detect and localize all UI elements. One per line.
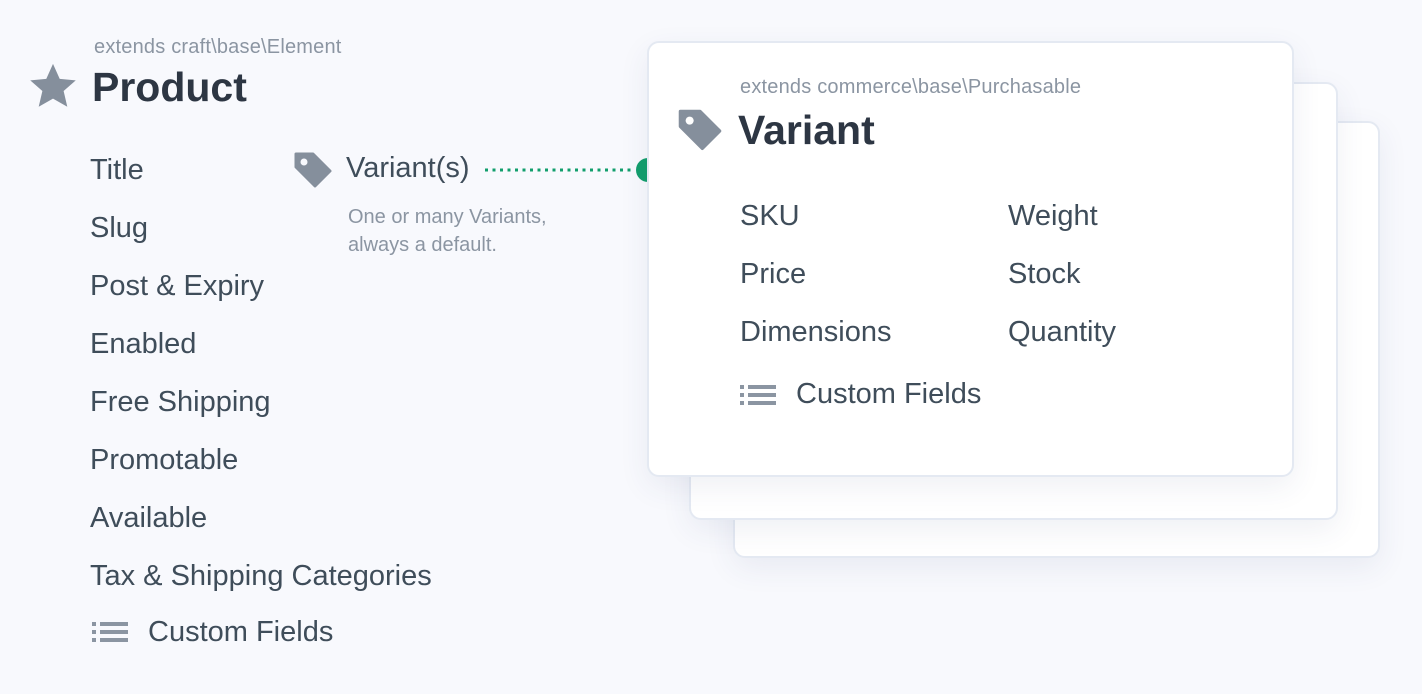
variant-field-quantity: Quantity [1008,316,1116,348]
product-field-slug: Slug [90,212,149,244]
star-icon [30,63,76,107]
product-field-promotable: Promotable [90,444,239,476]
product-field-available: Available [90,502,208,534]
product-field-post-expiry: Post & Expiry [90,270,265,302]
variant-field-price: Price [740,258,807,290]
product-field-tax-shipping-categories: Tax & Shipping Categories [90,560,432,592]
variant-custom-fields-label: Custom Fields [796,378,982,410]
variant-relation-label: Variant(s) [346,152,470,184]
list-icon [92,622,128,642]
product-field-title: Title [90,154,144,186]
product-title: Product [92,64,247,110]
variant-field-sku: SKU [740,200,800,232]
variant-field-dimensions: Dimensions [740,316,892,348]
product-extends-label: extends craft\base\Element [94,36,342,58]
variant-title: Variant [738,107,875,153]
product-field-free-shipping: Free Shipping [90,386,271,418]
list-icon [740,385,776,405]
variant-field-weight: Weight [1008,200,1098,232]
tag-icon [678,109,722,150]
variant-extends-label: extends commerce\base\Purchasable [740,76,1082,98]
relation-connector [485,158,660,182]
variant-relation-description: One or many Variants, always a default. [348,203,547,259]
variant-relation-description-line: always a default. [348,234,497,256]
variant-relation-description-line: One or many Variants, [348,206,547,228]
product-custom-fields-label: Custom Fields [148,616,334,648]
product-field-enabled: Enabled [90,328,197,360]
variant-field-stock: Stock [1008,258,1081,290]
tag-icon [294,152,332,188]
